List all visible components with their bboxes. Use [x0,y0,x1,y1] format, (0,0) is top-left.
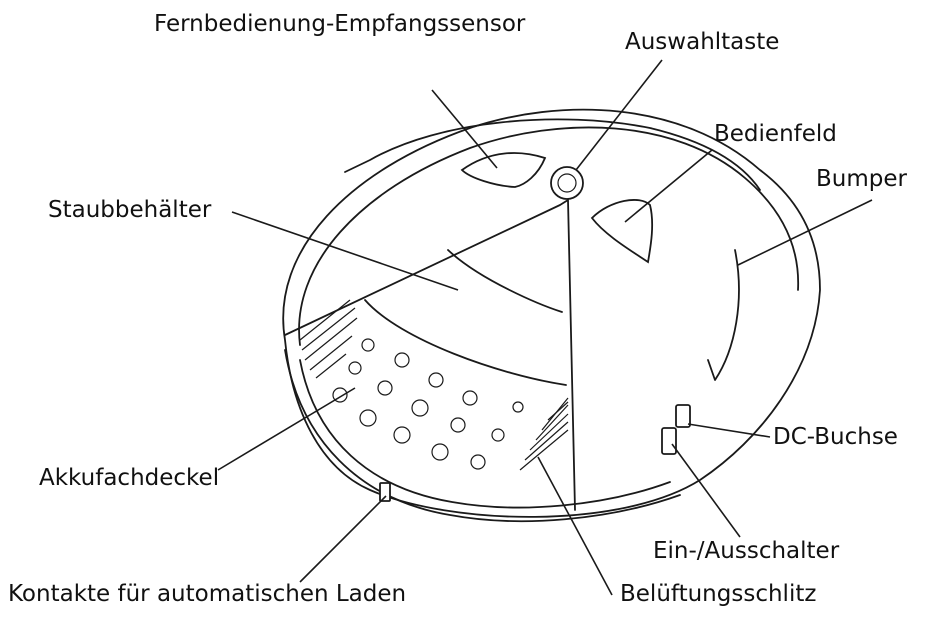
leader-dc-socket [687,423,771,438]
leader-remote-sensor [431,89,498,169]
leader-charge-contacts [299,495,387,583]
label-remote-sensor: Fernbedienung-Empfangssensor [154,11,526,37]
battery-cover-holes [332,338,524,470]
leader-dust-bin [231,211,459,291]
select-button-core [557,173,577,193]
select-button-ring [550,166,584,200]
body-bottom-rim-inner [299,359,671,509]
leader-control-panel [624,149,713,223]
power-switch-shape [661,427,677,455]
bumper-front [344,118,761,191]
label-dust-bin: Staubbehälter [48,197,212,223]
charge-contacts-shape [379,482,391,502]
body-bottom-rim [284,349,681,523]
leader-battery-cover [217,387,356,471]
leader-vent-slots [537,456,613,596]
leader-bumper [737,199,873,266]
label-charge-contacts: Kontakte für automatischen Laden [8,581,407,607]
control-panel-shape [590,199,653,264]
leader-select-button [575,59,663,171]
label-select-button: Auswahltaste [625,29,780,55]
dust-bin-arc-1 [447,249,563,313]
label-control-panel: Bedienfeld [714,121,837,147]
bumper-right-edge [707,249,740,381]
vent-slots-right [519,397,569,471]
label-power-switch: Ein-/Ausschalter [653,538,840,564]
dust-bin-lid [284,199,576,511]
leader-power-switch [671,443,741,538]
dust-bin-arc-2 [364,299,567,386]
vent-slots-left [299,299,358,379]
label-vent-slots: Belüftungsschlitz [620,581,817,607]
label-battery-cover: Akkufachdeckel [39,465,220,491]
robot-body-outline [282,108,821,518]
dc-socket-shape [675,404,691,428]
label-bumper: Bumper [816,166,907,192]
bumper-inner-line [298,126,800,346]
label-dc-socket: DC-Buchse [773,424,898,450]
remote-sensor-window [460,152,547,188]
